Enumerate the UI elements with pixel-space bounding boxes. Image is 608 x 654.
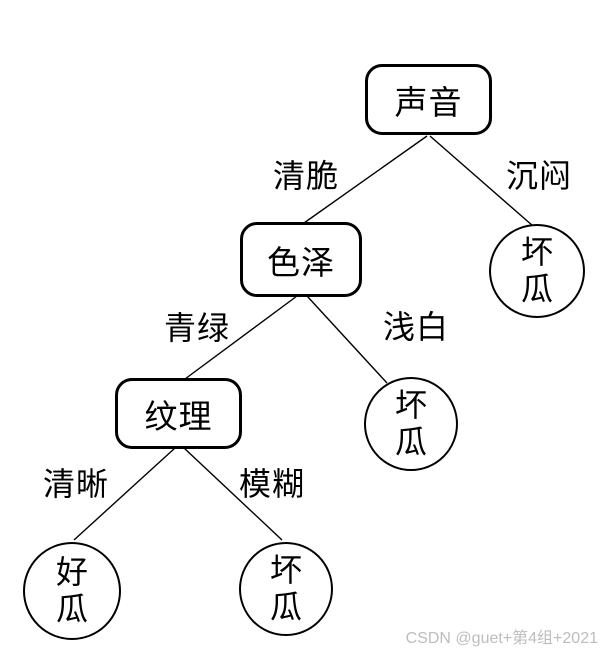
node-label: 声音 xyxy=(394,83,463,121)
decision-node-sound: 声音 xyxy=(365,64,492,135)
edge-line-sound-bad xyxy=(429,135,534,227)
edge-line-sound-color xyxy=(303,135,428,224)
edge-line-texture-bad xyxy=(183,447,283,541)
leaf-label: 坏瓜 xyxy=(394,386,427,460)
decision-node-color: 色泽 xyxy=(240,222,362,297)
edge-line-texture-good xyxy=(73,447,176,541)
edge-label-green: 青绿 xyxy=(163,310,231,346)
edge-line-color-bad xyxy=(306,295,388,384)
node-label: 色泽 xyxy=(267,243,335,281)
leaf-node-bad-melon-middle: 坏瓜 xyxy=(364,377,458,471)
decision-node-texture: 纹理 xyxy=(115,378,242,449)
leaf-label: 坏瓜 xyxy=(269,551,302,625)
node-label: 纹理 xyxy=(144,397,213,435)
csdn-watermark: CSDN @guet+第4组+2021 xyxy=(405,630,598,647)
edge-label-pale: 浅白 xyxy=(382,309,450,345)
leaf-node-bad-melon-bottom: 坏瓜 xyxy=(239,542,333,636)
edge-label-blurry: 模糊 xyxy=(238,466,306,502)
edge-line-color-texture xyxy=(184,295,298,380)
leaf-label: 好瓜 xyxy=(55,553,88,627)
leaf-node-good-melon: 好瓜 xyxy=(23,542,121,640)
leaf-label: 坏瓜 xyxy=(520,233,553,307)
edge-label-dull: 沉闷 xyxy=(505,158,573,194)
leaf-node-bad-melon-top: 坏瓜 xyxy=(489,224,585,318)
edge-label-crisp: 清脆 xyxy=(272,158,340,194)
edge-label-clear: 清晰 xyxy=(42,466,110,502)
